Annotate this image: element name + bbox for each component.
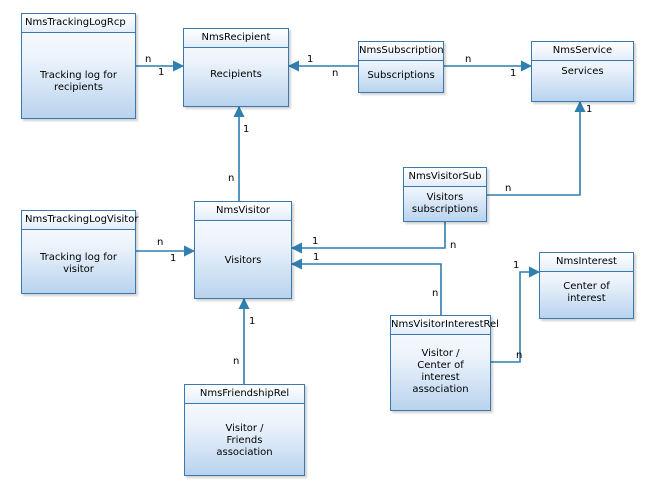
entity-title: NmsTrackingLogVisitor	[22, 211, 138, 230]
cardinality-label: n	[516, 350, 523, 361]
entity-nmsrecipient[interactable]: NmsRecipient Recipients	[183, 28, 289, 107]
entity-title: NmsInterest	[540, 253, 633, 272]
cardinality-label: n	[505, 183, 512, 194]
entity-description: Center of interest	[563, 281, 610, 304]
connector-visitorinterestrel-interest	[491, 266, 541, 363]
cardinality-label: n	[465, 54, 472, 65]
entity-nmsvisitorsub[interactable]: NmsVisitorSub Visitors subscriptions	[403, 167, 487, 222]
cardinality-label: n	[157, 237, 164, 248]
entity-title: NmsFriendshipRel	[185, 385, 304, 404]
cardinality-label: 1	[307, 54, 314, 65]
entity-nmstrackinglogvisitor[interactable]: NmsTrackingLogVisitor Tracking log for v…	[21, 210, 138, 294]
entity-nmstrackinglogrcp[interactable]: NmsTrackingLogRcp Tracking log for recip…	[21, 13, 136, 119]
cardinality-label: 1	[312, 236, 319, 247]
cardinality-label: 1	[513, 260, 520, 271]
cardinality-label: 1	[158, 67, 165, 78]
entity-nmsvisitor[interactable]: NmsVisitor Visitors	[194, 201, 292, 299]
cardinality-label: 1	[586, 104, 593, 115]
entity-description: Subscriptions	[367, 70, 435, 81]
cardinality-label: n	[233, 356, 240, 367]
entity-nmsvisitorinterestrel[interactable]: NmsVisitorInterestRel Visitor / Center o…	[390, 315, 499, 411]
entity-title: NmsSubscription	[359, 42, 444, 61]
entity-nmsfriendshiprel[interactable]: NmsFriendshipRel Visitor / Friends assoc…	[184, 384, 305, 476]
cardinality-label: 1	[313, 252, 320, 263]
entity-description: Visitors	[224, 255, 262, 266]
cardinality-label: n	[332, 68, 339, 79]
cardinality-label: 1	[510, 68, 517, 79]
connector-visitorsub-service	[487, 100, 586, 196]
cardinality-label: n	[145, 54, 152, 65]
entity-description: Visitors subscriptions	[411, 192, 479, 215]
connector-visitorinterestrel-visitor	[290, 258, 442, 315]
cardinality-label: 1	[249, 316, 256, 327]
cardinality-label: 1	[243, 124, 250, 135]
entity-nmsservice[interactable]: NmsService Services	[531, 41, 634, 102]
entity-description: Visitor / Center of interest association	[412, 348, 469, 395]
entity-title: NmsVisitorSub	[404, 168, 486, 187]
cardinality-label: n	[228, 173, 235, 184]
entity-title: NmsTrackingLogRcp	[22, 14, 135, 33]
cardinality-label: n	[450, 240, 457, 251]
cardinality-label: n	[432, 288, 439, 299]
entity-description: Services	[561, 66, 604, 77]
connector-visitorsub-visitor	[290, 222, 446, 254]
entity-description: Visitor / Friends association	[216, 423, 273, 458]
entity-title: NmsRecipient	[184, 29, 288, 48]
entity-description: Tracking log for visitor	[40, 252, 117, 275]
cardinality-label: 1	[170, 253, 177, 264]
entity-nmsinterest[interactable]: NmsInterest Center of interest	[539, 252, 634, 319]
entity-title: NmsVisitorInterestRel	[391, 316, 499, 335]
entity-title: NmsVisitor	[195, 202, 291, 221]
entity-nmssubscription[interactable]: NmsSubscription Subscriptions	[358, 41, 444, 93]
entity-description: Tracking log for recipients	[40, 70, 117, 93]
entity-description: Recipients	[210, 69, 262, 80]
entity-title: NmsService	[532, 42, 633, 61]
